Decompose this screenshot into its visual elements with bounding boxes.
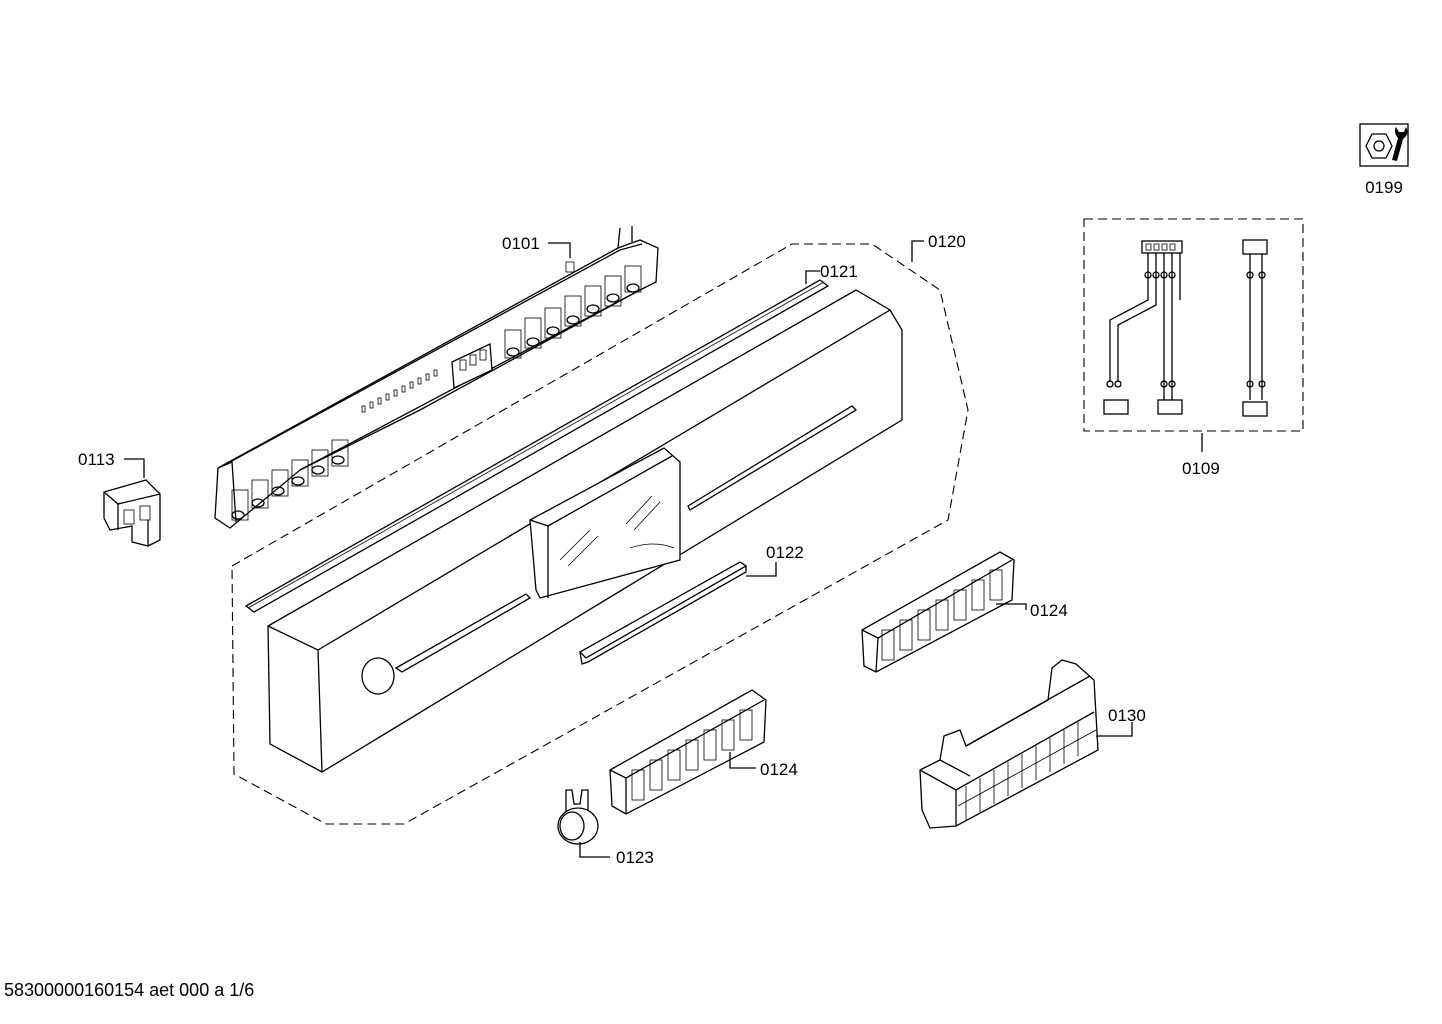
leader-0123 [579,842,610,858]
label-0113: 0113 [78,450,115,469]
label-0130: 0130 [1108,706,1146,725]
label-0122: 0122 [766,543,804,562]
part-0101-control-board [214,226,659,529]
label-0123: 0123 [616,848,654,867]
part-0109-boundary [1083,218,1304,432]
label-0121: 0121 [820,262,858,281]
label-0101: 0101 [502,234,540,253]
leader-0122 [746,562,777,577]
document-code: 58300000160154 aet 000 a 1/6 [4,980,255,1000]
part-0109-wiring-harness [1103,239,1268,417]
label-0124-lower: 0124 [760,760,798,779]
part-0120-control-panel [267,289,903,773]
leader-0130 [1096,722,1133,737]
part-0122-bar [578,561,748,665]
part-0130-holder [919,659,1099,829]
leader-0120 [911,240,924,262]
leader-0113 [124,458,145,478]
assembly-0120-boundary [231,243,969,825]
label-0199: 0199 [1365,178,1403,197]
leader-0124-lower [729,752,756,769]
leader-0124-upper [996,603,1027,610]
part-0124-button-strip-lower [609,689,767,815]
label-0124-upper: 0124 [1030,601,1068,620]
label-0109: 0109 [1182,459,1220,478]
part-0121-trim-strip [244,279,830,613]
part-0123-knob [557,789,599,845]
label-0120: 0120 [928,232,966,251]
nut-and-wrench-icon [1359,123,1409,167]
leader-0101 [548,242,571,258]
part-0113-bracket [103,479,161,547]
leader-0121 [805,270,820,284]
part-0124-button-strip-upper [861,551,1015,673]
